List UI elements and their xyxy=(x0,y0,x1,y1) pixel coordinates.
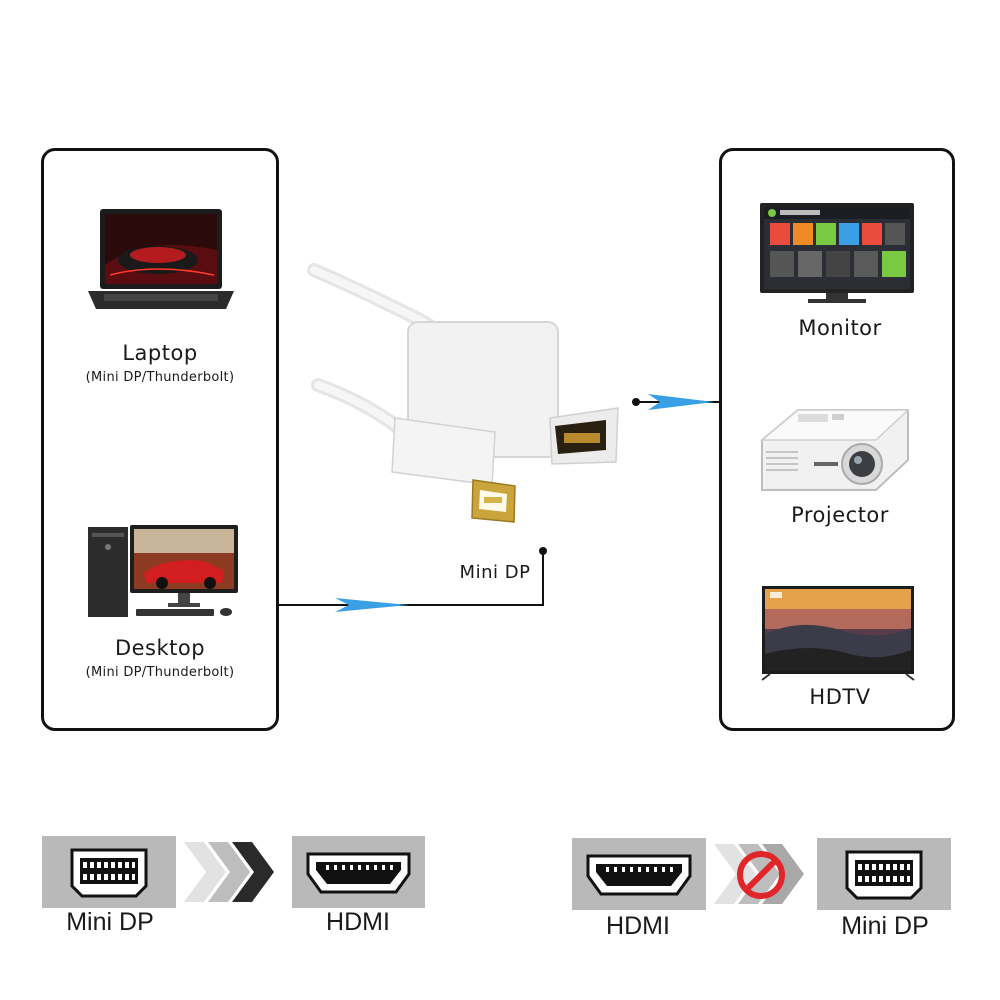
hdtv-icon xyxy=(761,586,915,681)
prohibited-icon xyxy=(737,851,785,899)
projector-icon xyxy=(759,409,910,491)
minidp-port-box xyxy=(42,836,176,908)
unsupported-from-label: HDMI xyxy=(606,912,670,940)
laptop-label: Laptop xyxy=(122,341,198,365)
minidp-port-icon xyxy=(70,848,148,898)
hdmi-port-icon xyxy=(586,854,692,896)
desktop-sublabel: (Mini DP/Thunderbolt) xyxy=(85,665,235,680)
laptop-sublabel: (Mini DP/Thunderbolt) xyxy=(85,370,235,385)
hdmi-port-box-unsupported xyxy=(572,838,706,910)
output-connection-line xyxy=(632,394,720,410)
hdmi-port-box xyxy=(292,836,425,908)
hdtv-label: HDTV xyxy=(809,685,871,709)
minidp-port-box-unsupported xyxy=(817,838,951,910)
desktop-label: Desktop xyxy=(114,636,206,660)
laptop-icon xyxy=(88,209,234,309)
desktop-computer-icon xyxy=(88,525,238,617)
projector-label: Projector xyxy=(791,503,889,527)
supported-to-label: HDMI xyxy=(326,908,390,936)
monitor-icon xyxy=(760,203,914,303)
minidp-port-icon xyxy=(845,850,923,900)
minidp-to-hdmi-adapter-illustration xyxy=(307,263,619,523)
input-connection-line xyxy=(279,547,547,612)
unsupported-to-label: Mini DP xyxy=(841,912,929,940)
minidp-connector-label: Mini DP xyxy=(459,562,531,583)
monitor-label: Monitor xyxy=(798,316,882,340)
chevron-right-icon xyxy=(184,842,274,902)
supported-from-label: Mini DP xyxy=(66,908,154,936)
hdmi-port-icon xyxy=(306,852,411,894)
